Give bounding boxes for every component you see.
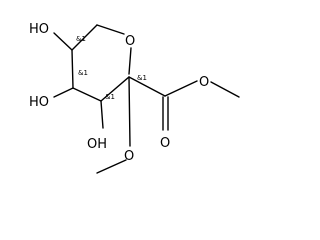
bond-c2-methoxyO: [128, 76, 131, 147]
bond-carbonylC-esterO: [164, 80, 198, 97]
bond-c2-carbonylC: [128, 76, 166, 97]
stereo-label-c2: &1: [137, 74, 147, 82]
methoxy-oxygen-label: O: [124, 149, 134, 164]
bond-c3-c4: [72, 87, 102, 102]
structure-svg: O HO HO OH O O O &1 &1 &1 &1: [29, 22, 240, 174]
molecule-diagram: O HO HO OH O O O &1 &1 &1 &1: [29, 22, 240, 174]
bond-c5-oh: [53, 32, 73, 51]
stereo-label-c5: &1: [76, 35, 86, 43]
bond-ringO-c2: [128, 47, 132, 75]
bond-ch2-ringO: [96, 24, 125, 35]
ring-oxygen-label: O: [125, 34, 135, 49]
bond-c5-ch2: [71, 24, 98, 51]
bond-c3-oh: [100, 100, 104, 129]
stereo-label-c3: &1: [105, 93, 115, 101]
bond-methoxyO-methyl: [96, 159, 127, 174]
bond-c4-oh: [53, 87, 74, 98]
c3-hydroxyl-label: OH: [87, 137, 107, 152]
ester-oxygen-label: O: [199, 75, 209, 90]
stereo-label-c4: &1: [78, 69, 88, 77]
bond-c2-c3: [100, 76, 130, 102]
c4-hydroxyl-label: HO: [29, 95, 49, 110]
carbonyl-oxygen-label: O: [160, 136, 170, 151]
bond-c4-c5: [71, 49, 74, 89]
c5-hydroxyl-label: HO: [29, 22, 49, 37]
bond-esterO-methyl: [210, 81, 240, 98]
